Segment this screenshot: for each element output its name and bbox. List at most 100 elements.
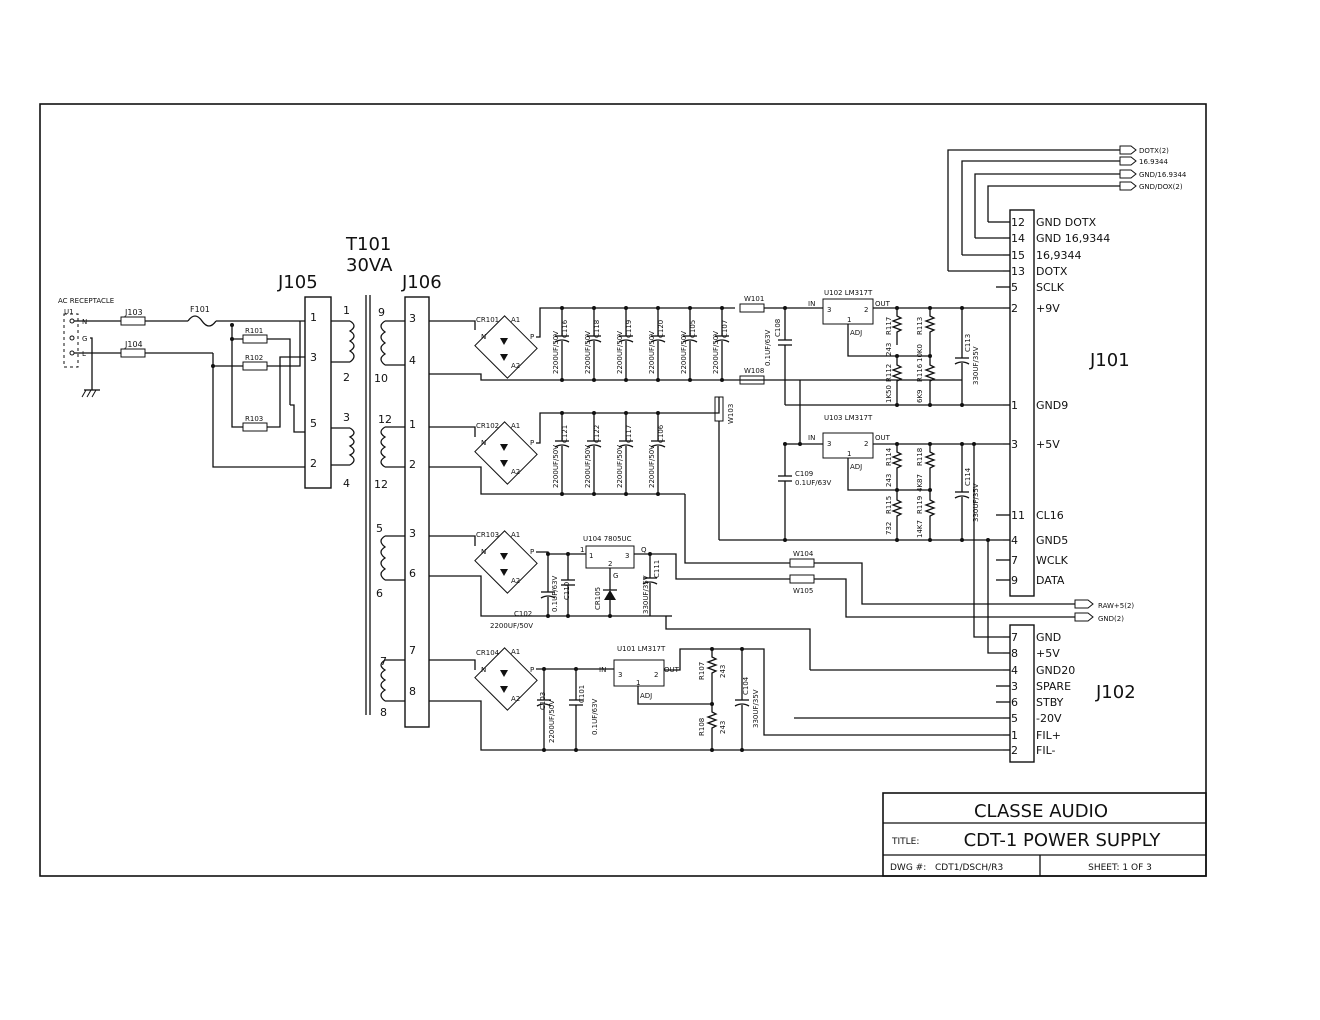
- j102-pin-number: 3: [1011, 680, 1018, 693]
- r114-value: 243: [885, 474, 893, 487]
- j102-pin-number: 8: [1011, 647, 1018, 660]
- j106-pin: 4: [409, 354, 416, 367]
- c104-value: 330UF/35V: [752, 689, 760, 728]
- j101-pin-name: GND9: [1036, 399, 1068, 412]
- sheet-number: SHEET: 1 OF 3: [1088, 863, 1152, 873]
- ac-receptacle-label: AC RECEPTACLE: [58, 297, 114, 305]
- rail-7805: CR103 A1 A2 N P C102 2200UF/50V 0.1UF/63…: [429, 530, 666, 630]
- dwg-label: DWG #:: [890, 863, 926, 873]
- j101-pin-number: 1: [1011, 399, 1018, 412]
- r113-value: 10K0: [916, 344, 924, 362]
- c104-label: C104: [742, 676, 750, 695]
- f169-label: 16.9344: [1139, 158, 1168, 166]
- row1-cap-ref: C116: [561, 319, 569, 338]
- j101-pin-name: GND5: [1036, 534, 1068, 547]
- j101-pin-number: 11: [1011, 509, 1025, 522]
- u104-g: G: [613, 572, 618, 580]
- c111-label: C111: [653, 560, 661, 578]
- a1-label: A1: [511, 531, 520, 539]
- u103-adj: ADJ: [850, 463, 862, 471]
- pin-g: G: [82, 335, 87, 343]
- j101-pin-name: GND DOTX: [1036, 216, 1097, 229]
- gnd2-label: GND(2): [1098, 615, 1124, 623]
- pin-n: N: [82, 318, 87, 326]
- j102-pin-name: FIL-: [1036, 744, 1056, 757]
- w103-label: W103: [727, 404, 735, 424]
- bridge-p: P: [530, 439, 534, 447]
- j101-pin-name: +5V: [1036, 438, 1060, 451]
- dwg-number: CDT1/DSCH/R3: [935, 863, 1003, 873]
- r116-label: R116: [916, 363, 924, 382]
- j102-label: J102: [1095, 682, 1136, 703]
- row2-cap-ref: C122: [593, 425, 601, 443]
- title-label: TITLE:: [891, 837, 919, 847]
- r116-value: 6K9: [916, 390, 924, 404]
- cr105-label: CR105: [594, 587, 602, 610]
- row1-cap-value: 2200UF/50V: [648, 331, 656, 374]
- c113-label: C113: [964, 334, 972, 352]
- j101-pin-name: GND 16,9344: [1036, 232, 1110, 245]
- t101-pin: 3: [343, 411, 350, 424]
- j106-pin: 7: [409, 644, 416, 657]
- c102-label: C102: [514, 610, 532, 618]
- drawing-border: [39, 103, 1207, 877]
- c111-value: 330UF/35V: [642, 575, 650, 614]
- j101-pin-number: 2: [1011, 302, 1018, 315]
- j102-pin-name: +5V: [1036, 647, 1060, 660]
- j102-pin-name: GND20: [1036, 664, 1075, 677]
- j106-pin: 2: [409, 458, 416, 471]
- t101-pin: 6: [376, 587, 383, 600]
- row1-cap-value: 2200UF/50V: [712, 331, 720, 374]
- j102-pin-name: GND: [1036, 631, 1061, 644]
- j102-pin-number: 6: [1011, 696, 1018, 709]
- u102-pin3: 3: [827, 306, 831, 314]
- row1-cap-ref: C119: [625, 320, 633, 338]
- a1-label: A1: [511, 422, 520, 430]
- j102-pin-number: 7: [1011, 631, 1018, 644]
- r119-value: 14K7: [916, 520, 924, 538]
- j101-pin-number: 5: [1011, 281, 1018, 294]
- t101-pin: 12: [378, 413, 392, 426]
- row2-cap-value: 2200UF/50V: [584, 445, 592, 488]
- row1-cap-value: 2200UF/50V: [616, 331, 624, 374]
- r113-label: R113: [916, 317, 924, 335]
- c109-value: 0.1UF/63V: [795, 479, 832, 487]
- j104-label: J104: [124, 340, 143, 349]
- j102-pin-number: 5: [1011, 712, 1018, 725]
- c113-value: 330UF/35V: [972, 346, 980, 385]
- caps-row2: C1212200UF/50VC1222200UF/50VC1172200UF/5…: [552, 411, 666, 496]
- u104-pin3: 3: [625, 552, 629, 560]
- j101-label: J101: [1089, 350, 1130, 371]
- title-block: CLASSE AUDIO TITLE: CDT-1 POWER SUPPLY D…: [882, 792, 1207, 877]
- c103-label: C103: [539, 692, 547, 710]
- row1-cap-value: 2200UF/50V: [584, 331, 592, 374]
- company-name: CLASSE AUDIO: [974, 801, 1108, 822]
- j102-pin-name: SPARE: [1036, 680, 1071, 693]
- a1-label: A1: [511, 316, 520, 324]
- t101-pin: 10: [374, 372, 388, 385]
- j101-pin-name: DOTX: [1036, 265, 1068, 278]
- u101-label: U101 LM317T: [617, 645, 666, 653]
- r112-label: R112: [885, 364, 893, 382]
- j101-pin-name: SCLK: [1036, 281, 1065, 294]
- j102-pin-number: 4: [1011, 664, 1018, 677]
- t101-pin: 2: [343, 371, 350, 384]
- j105-label: J105: [277, 272, 318, 293]
- c110-label: C110: [563, 582, 571, 600]
- j101-pin-number: 3: [1011, 438, 1018, 451]
- row1-cap-ref: C105: [689, 320, 697, 338]
- u101-regulator: [613, 659, 665, 687]
- transformer-t101: T101 30VA 1 2 3 4 9 10 12 12 5 6 7 8: [343, 234, 405, 719]
- r117-label: R117: [885, 317, 893, 335]
- c114-value: 330UF/35V: [972, 483, 980, 522]
- row2-cap-value: 2200UF/50V: [552, 445, 560, 488]
- j105-pin: 3: [310, 351, 317, 364]
- r115-value: 732: [885, 522, 893, 535]
- j102-pin-number: 1: [1011, 729, 1018, 742]
- row1-cap-ref: C107: [721, 320, 729, 338]
- gnddox-label: GND/DOX(2): [1139, 183, 1183, 191]
- dotx2-label: DOTX(2): [1139, 147, 1169, 155]
- u103-pin3: 3: [827, 440, 831, 448]
- bridge-n: N: [481, 666, 486, 674]
